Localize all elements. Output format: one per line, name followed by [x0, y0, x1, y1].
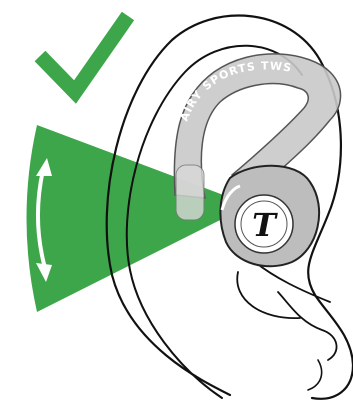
- checkmark-icon: [40, 16, 128, 92]
- earbud: T: [220, 166, 319, 267]
- fit-angle-wedge: [27, 125, 251, 312]
- teufel-t-logo-icon: T: [252, 206, 278, 244]
